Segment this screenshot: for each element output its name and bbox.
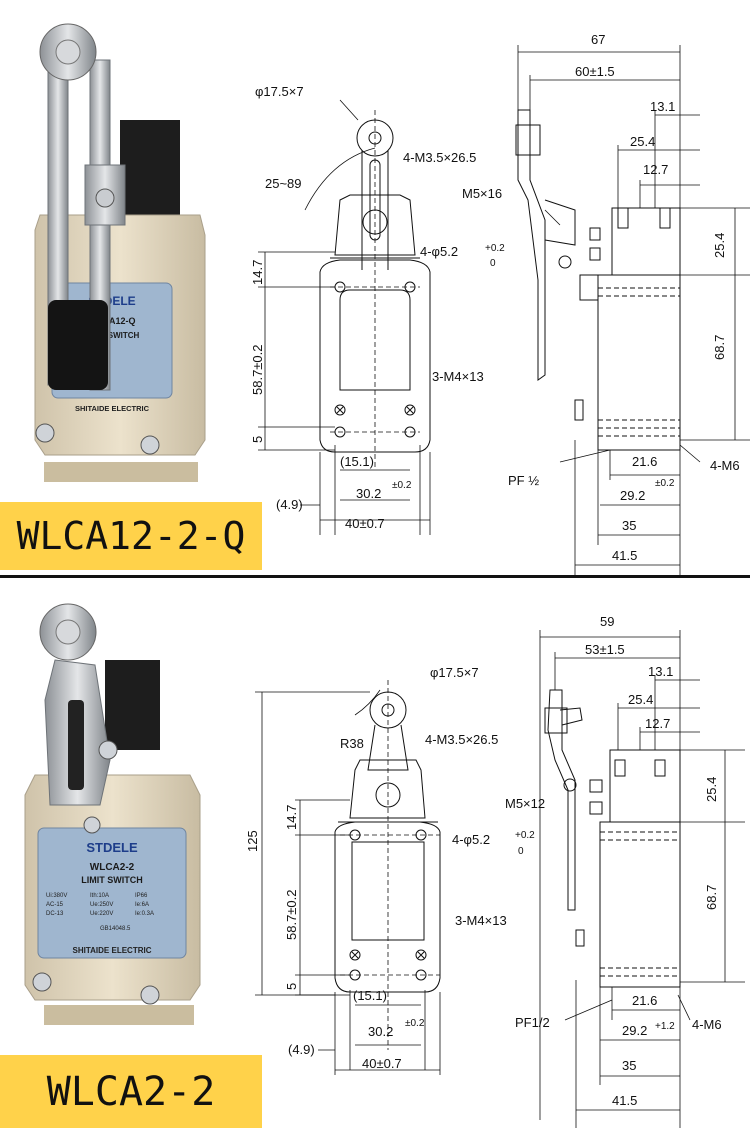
dim-67: 67: [591, 32, 605, 47]
dim-30-2-tol: ±0.2: [392, 480, 412, 491]
dim-68-7: 68.7: [704, 885, 719, 910]
dim-25-4-right: 25.4: [704, 777, 719, 802]
dim-59: 59: [600, 614, 614, 629]
dim-5: 5: [250, 436, 265, 443]
front-view: [258, 99, 431, 535]
panel-divider: [0, 575, 750, 578]
dim-21-6-tol: ±0.2: [655, 478, 675, 489]
dim-35: 35: [622, 1058, 636, 1073]
dim-40: 40±0.7: [345, 516, 385, 531]
dim-40: 40±0.7: [362, 1056, 402, 1071]
dim-holes: 4-φ5.2: [452, 832, 490, 847]
dim-pf: PF1/2: [515, 1015, 550, 1030]
dim-roller: φ17.5×7: [430, 665, 479, 680]
dim-mount: 3-M4×13: [432, 369, 484, 384]
dim-holes-tol-lower: 0: [518, 846, 524, 857]
dim-13-1: 13.1: [650, 99, 675, 114]
nameplate-spec-ue1: Ue:250V: [90, 902, 113, 908]
dim-21-6: 21.6: [632, 454, 657, 469]
dim-5: 5: [284, 983, 299, 990]
product-photo: STDELE WLCA2-2 LIMIT SWITCH Ui:380V Ith:…: [24, 603, 201, 1025]
nameplate-brand: STDELE: [86, 840, 138, 855]
nameplate-spec-ie1: Ie:6A: [135, 902, 149, 908]
dim-mount: 3-M4×13: [455, 913, 507, 928]
dim-12-7: 12.7: [645, 716, 670, 731]
dimension-drawing: φ17.5×7 R38 4-M3.5×26.5 4-φ5.2 +0.2 0 3-…: [245, 614, 745, 1128]
nameplate-maker: SHITAIDE ELECTRIC: [73, 946, 152, 955]
dim-holes-tol-lower: 0: [490, 258, 496, 269]
dim-15-1: (15.1): [340, 454, 374, 469]
dim-21-6-tol: +1.2: [655, 1021, 675, 1032]
dim-4-9: (4.9): [276, 497, 303, 512]
dim-screw-top: 4-M3.5×26.5: [425, 732, 498, 747]
dim-14-7: 14.7: [250, 260, 265, 285]
dim-25-4-right: 25.4: [712, 233, 727, 258]
dim-roller: φ17.5×7: [255, 84, 304, 99]
dim-13-1: 13.1: [648, 664, 673, 679]
dim-m6: 4-M6: [692, 1017, 722, 1032]
dim-holes: 4-φ5.2: [420, 244, 458, 259]
dim-15-1: (15.1): [353, 988, 387, 1003]
product-panel-wlca2-2: STDELE WLCA2-2 LIMIT SWITCH Ui:380V Ith:…: [0, 580, 750, 1134]
nameplate-type: LIMIT SWITCH: [85, 331, 140, 340]
nameplate-type: LIMIT SWITCH: [81, 875, 143, 885]
nameplate-spec-ui: Ui:380V: [46, 893, 67, 899]
model-label: WLCA12-2-Q: [0, 502, 262, 570]
dim-68-7: 68.7: [712, 335, 727, 360]
dim-29-2: 29.2: [620, 488, 645, 503]
dim-53: 53±1.5: [585, 642, 625, 657]
dim-30-2: 30.2: [368, 1024, 393, 1039]
dim-screw-top: 4-M3.5×26.5: [403, 150, 476, 165]
dim-25-4-top: 25.4: [628, 692, 653, 707]
nameplate-spec-ith: Ith:10A: [90, 893, 109, 899]
dim-radius: R38: [340, 736, 364, 751]
nameplate-spec-ip: IP66: [135, 893, 148, 899]
product-photo: STDELE WLCA12-Q LIMIT SWITCH SHITAIDE EL…: [34, 23, 206, 482]
nameplate-model: WLCA12-Q: [89, 316, 136, 326]
dim-screw: M5×16: [462, 186, 502, 201]
dim-25-4-top: 25.4: [630, 134, 655, 149]
nameplate-spec-ue2: Ue:220V: [90, 911, 113, 917]
dim-29-2: 29.2: [622, 1023, 647, 1038]
nameplate-model: WLCA2-2: [90, 862, 135, 873]
nameplate-maker: SHITAIDE ELECTRIC: [75, 404, 150, 413]
product-panel-wlca12-2-q: STDELE WLCA12-Q LIMIT SWITCH SHITAIDE EL…: [0, 23, 750, 575]
model-label: WLCA2-2: [0, 1055, 262, 1128]
dim-41-5: 41.5: [612, 1093, 637, 1108]
dim-m6: 4-M6: [710, 458, 740, 473]
dimension-drawing: φ17.5×7 25~89 4-M3.5×26.5 4-φ5.2 +0.2 0 …: [250, 32, 750, 575]
dim-58-7: 58.7±0.2: [284, 889, 299, 940]
dim-60: 60±1.5: [575, 64, 615, 79]
nameplate-spec-dc: DC-13: [46, 911, 64, 917]
dim-holes-tol-upper: +0.2: [515, 830, 535, 841]
front-view: [255, 680, 441, 1075]
nameplate-spec-gb: GB14048.5: [100, 926, 131, 932]
dim-125: 125: [245, 830, 260, 852]
dim-14-7: 14.7: [284, 805, 299, 830]
dim-12-7: 12.7: [643, 162, 668, 177]
side-view: [515, 45, 750, 575]
dim-35: 35: [622, 518, 636, 533]
dim-holes-tol-upper: +0.2: [485, 243, 505, 254]
dim-41-5: 41.5: [612, 548, 637, 563]
nameplate-spec-ac: AC-15: [46, 902, 64, 908]
dim-30-2: 30.2: [356, 486, 381, 501]
dim-screw: M5×12: [505, 796, 545, 811]
dim-21-6: 21.6: [632, 993, 657, 1008]
dim-angle: 25~89: [265, 176, 302, 191]
dim-30-2-tol: ±0.2: [405, 1018, 425, 1029]
dim-58-7: 58.7±0.2: [250, 344, 265, 395]
nameplate-spec-ie2: Ie:0.3A: [135, 911, 154, 917]
dim-4-9: (4.9): [288, 1042, 315, 1057]
dim-pf: PF ½: [508, 473, 539, 488]
side-view: [539, 630, 745, 1128]
